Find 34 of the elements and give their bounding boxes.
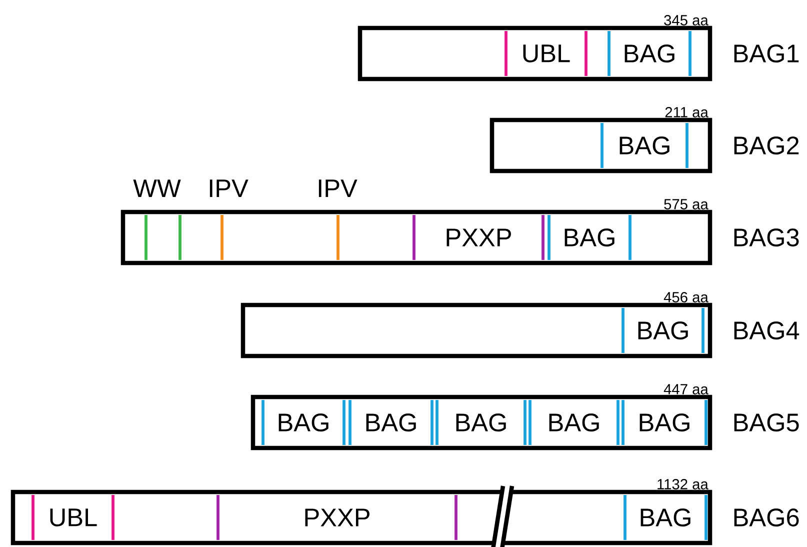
- protein-domain: UBL: [32, 495, 114, 540]
- protein-domain: PXXP: [412, 215, 544, 260]
- length-label: 345 aa: [664, 15, 708, 26]
- protein-name: BAG6: [734, 508, 799, 526]
- length-label: 456 aa: [664, 292, 708, 302]
- protein-domain: BAG: [436, 400, 526, 445]
- protein-name: BAG3: [734, 228, 799, 246]
- protein-name: BAG5: [734, 414, 799, 432]
- protein-domain: BAG: [600, 123, 688, 168]
- protein-domain: BAG: [548, 215, 632, 260]
- protein-domain: BAG: [348, 400, 434, 445]
- protein-domain: BAG: [262, 400, 346, 445]
- protein-bar: [490, 118, 712, 174]
- protein-bar: [120, 210, 712, 266]
- length-label: 447 aa: [664, 384, 708, 394]
- motif-label: IPV: [318, 180, 358, 197]
- length-label: 211 aa: [665, 107, 708, 118]
- motif-label: WW: [133, 180, 181, 197]
- protein-bar: [240, 302, 712, 358]
- length-label: 575 aa: [664, 199, 708, 210]
- protein-domain: BAG: [622, 400, 708, 445]
- protein-domain: UBL: [504, 31, 588, 76]
- protein-domain: BAG: [528, 400, 620, 445]
- protein-domain: BAG: [622, 308, 704, 353]
- protein-name: BAG1: [734, 44, 799, 62]
- motif-label: IPV: [210, 180, 248, 197]
- protein-bar: [250, 394, 712, 450]
- length-label: 1132 aa: [658, 479, 708, 490]
- protein-bar: [358, 26, 712, 82]
- protein-domain: BAG: [608, 31, 692, 76]
- protein-domain: PXXP: [216, 495, 458, 540]
- protein-domain: BAG: [624, 495, 708, 540]
- protein-name: BAG4: [734, 322, 800, 340]
- protein-name: BAG2: [734, 136, 799, 154]
